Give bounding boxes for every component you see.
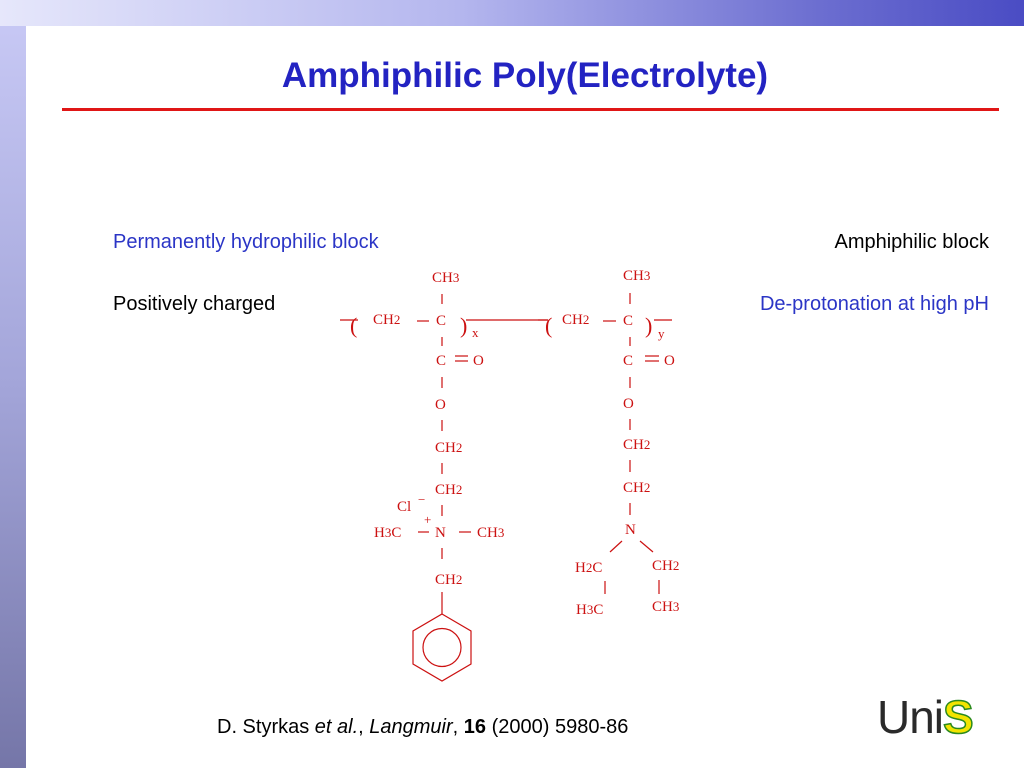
ethyl-left-ch2: H2C xyxy=(575,560,602,576)
top-gradient-bar xyxy=(0,0,1024,26)
left-carbonyl-c: C xyxy=(436,353,446,369)
right-ch2-a: CH2 xyxy=(623,437,650,453)
slide-title: Amphiphilic Poly(Electrolyte) xyxy=(281,56,769,95)
right-paren-x: ) xyxy=(460,313,467,338)
citation: D. Styrkas et al., Langmuir, 16 (2000) 5… xyxy=(217,716,628,739)
logo-text: Uni xyxy=(877,691,944,743)
deprotonation-label: De-protonation at high pH xyxy=(759,293,989,315)
citation-sep-1: , xyxy=(358,716,370,738)
citation-journal: Langmuir xyxy=(369,716,453,738)
hydrophilic-block-label: Permanently hydrophilic block xyxy=(113,231,379,253)
left-backbone-c: C xyxy=(436,313,446,329)
left-carbonyl-o: O xyxy=(473,353,484,369)
chloride-charge: − xyxy=(418,492,425,507)
title-underline xyxy=(62,108,999,111)
ethyl-right-ch2: CH2 xyxy=(652,558,679,574)
subscript-x: x xyxy=(472,325,479,340)
left-paren-y: ( xyxy=(545,313,552,338)
unis-logo: UniS xyxy=(877,691,974,743)
logo-accent: S xyxy=(942,691,974,743)
right-backbone-c: C xyxy=(623,313,633,329)
citation-et-al: et al. xyxy=(314,716,359,738)
tertiary-nitrogen: N xyxy=(625,522,636,538)
nitrogen-charge: + xyxy=(424,512,431,527)
ethyl-left-ch3: H3C xyxy=(576,602,603,618)
chloride-ion: Cl xyxy=(397,499,411,515)
left-ch2-a: CH2 xyxy=(435,440,462,456)
benzyl-ch2: CH2 xyxy=(435,572,462,588)
n-methyl-left: H3C xyxy=(374,525,401,541)
right-carbonyl-o: O xyxy=(664,353,675,369)
right-top-methyl: CH3 xyxy=(623,268,650,284)
right-ch2-b: CH2 xyxy=(623,480,650,496)
n-methyl-right: CH3 xyxy=(477,525,504,541)
ethyl-right-ch3: CH3 xyxy=(652,599,679,615)
citation-rest: (2000) 5980-86 xyxy=(486,716,629,738)
amphiphilic-block-label: Amphiphilic block xyxy=(834,231,989,253)
left-backbone-ch2: CH2 xyxy=(373,312,400,328)
subscript-y: y xyxy=(658,326,665,341)
citation-sep-2: , xyxy=(452,716,464,738)
right-ester-o: O xyxy=(623,396,634,412)
quaternary-nitrogen: N xyxy=(435,525,446,541)
citation-volume: 16 xyxy=(463,716,487,738)
right-carbonyl-c: C xyxy=(623,353,633,369)
left-ester-o: O xyxy=(435,397,446,413)
positively-charged-label: Positively charged xyxy=(113,293,276,315)
side-gradient-bar xyxy=(0,0,26,768)
right-paren-y: ) xyxy=(645,313,652,338)
left-top-methyl: CH3 xyxy=(432,270,459,286)
left-ch2-b: CH2 xyxy=(435,482,462,498)
right-backbone-ch2: CH2 xyxy=(562,312,589,328)
left-paren-x: ( xyxy=(350,313,357,338)
citation-authors: D. Styrkas xyxy=(217,716,315,738)
